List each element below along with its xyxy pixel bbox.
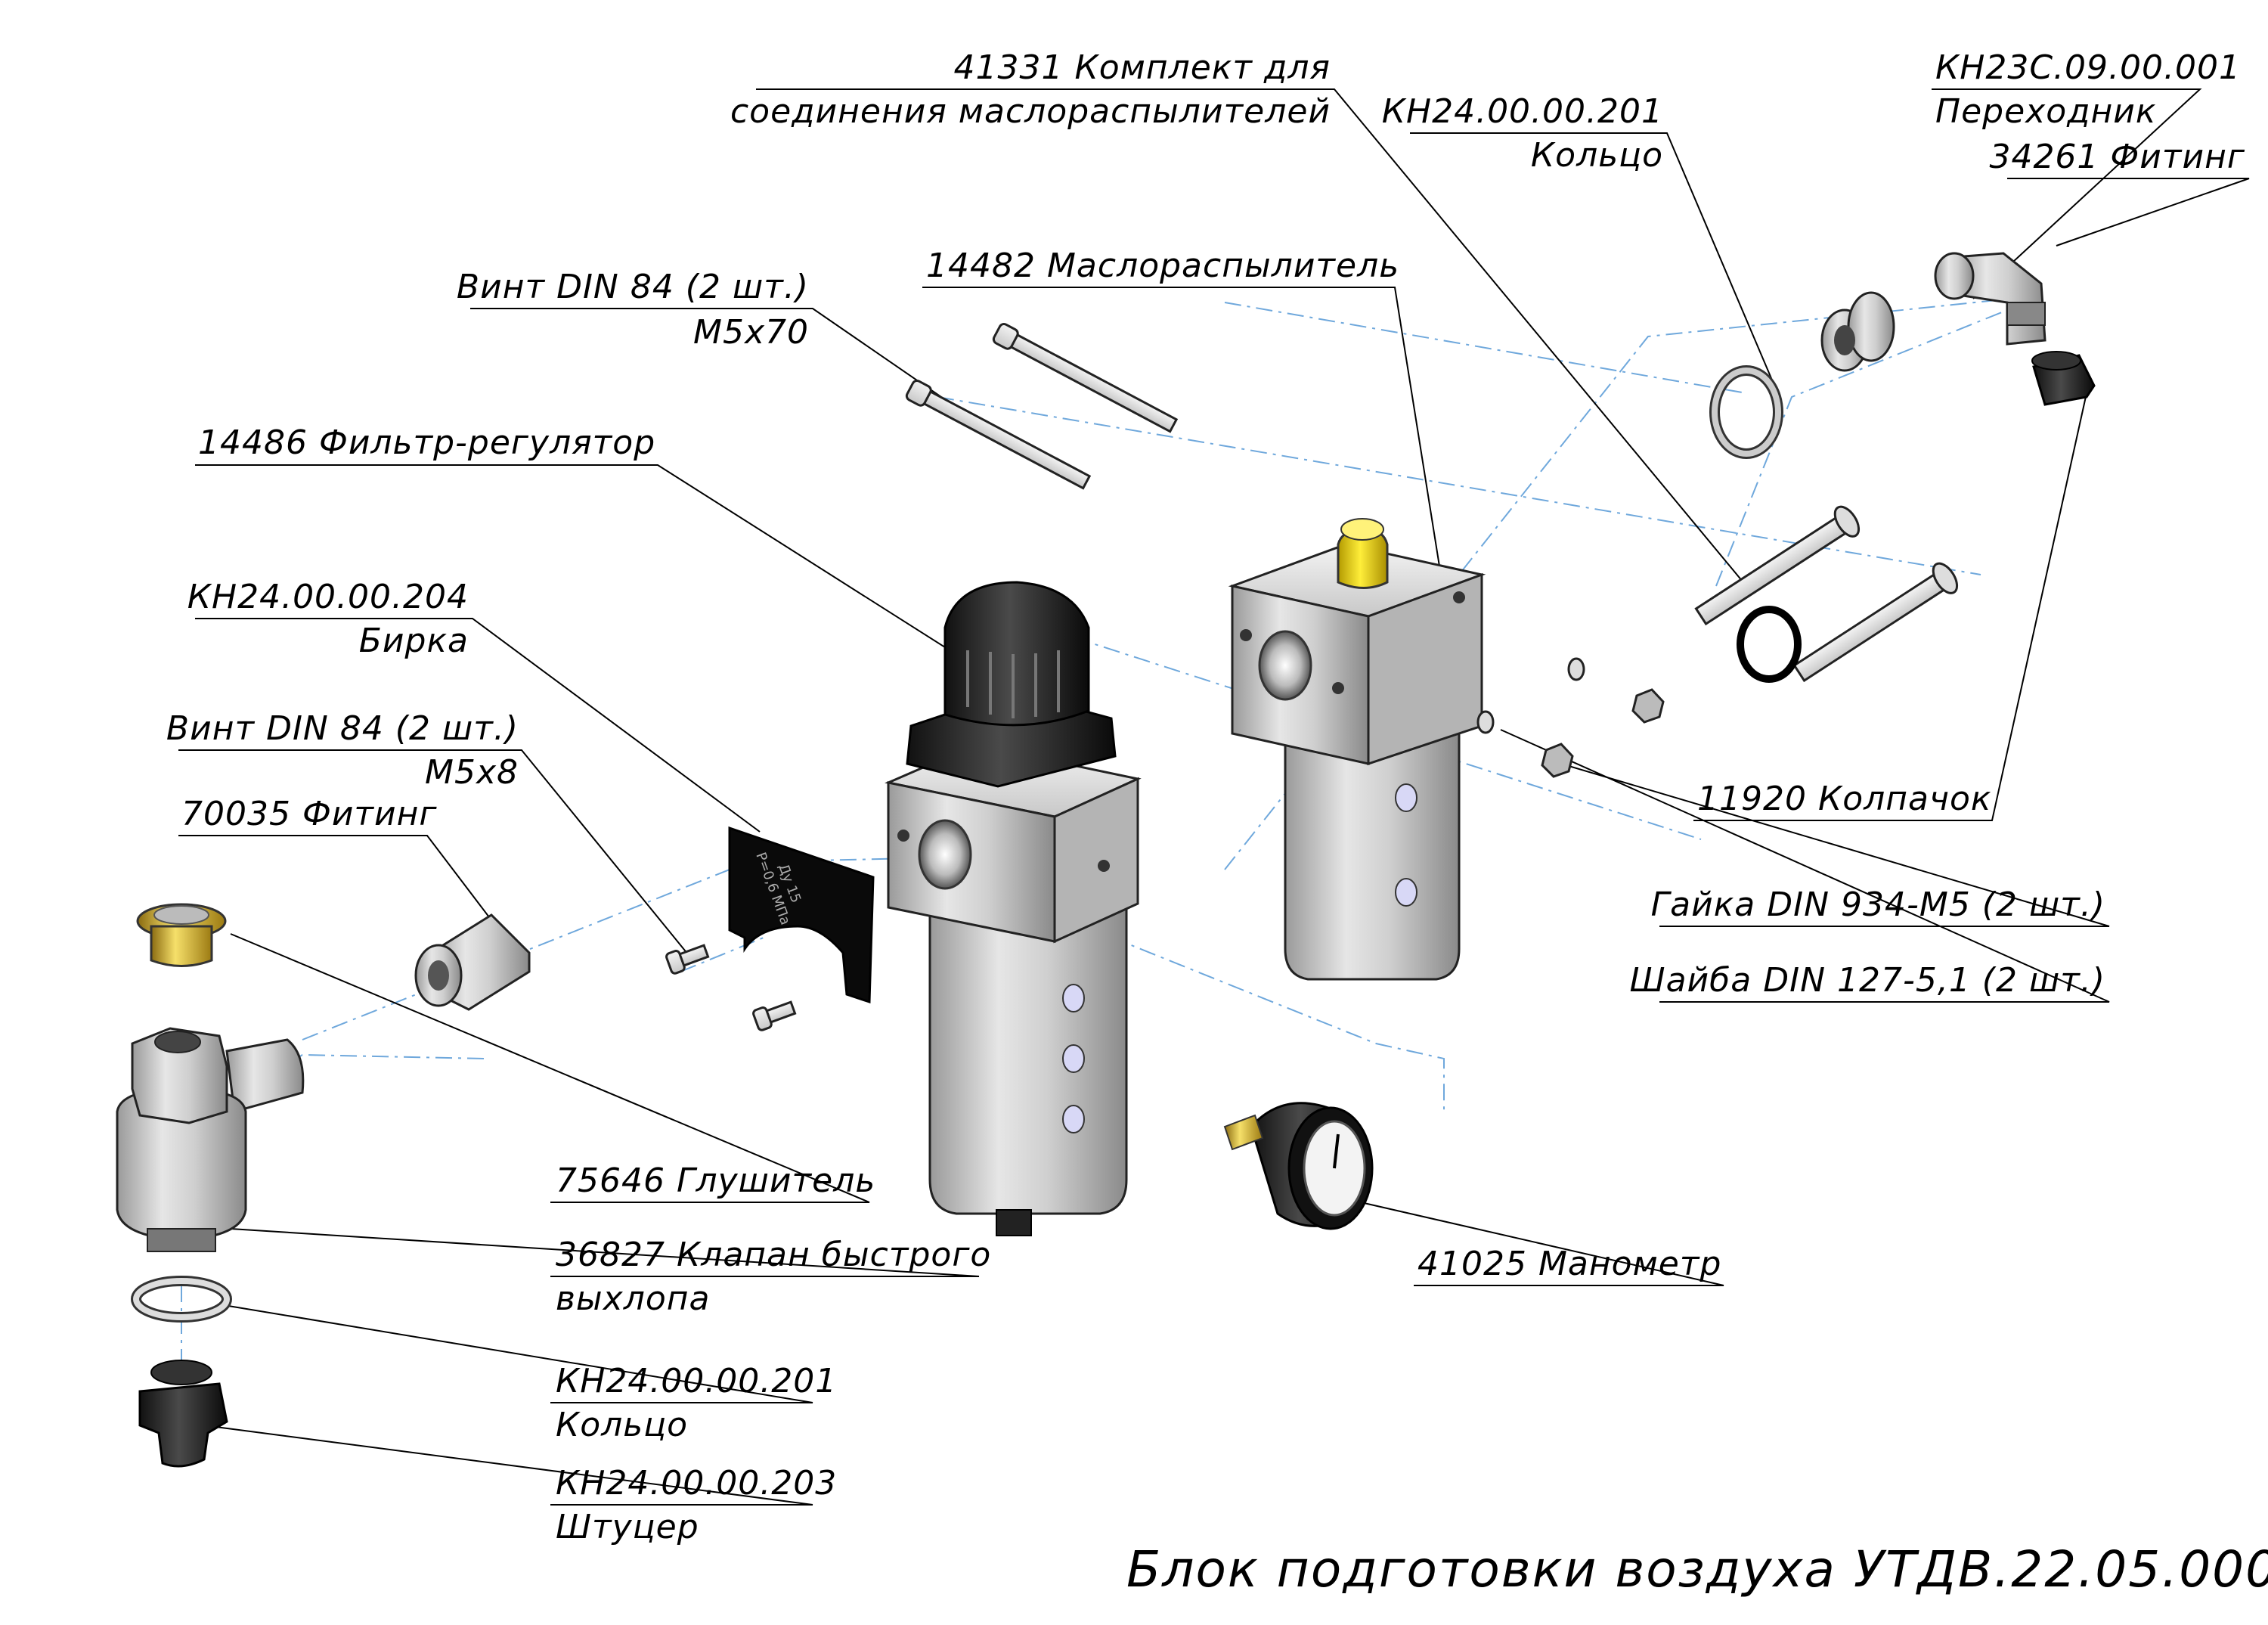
label-fitting-left: 70035 Фитинг — [181, 795, 438, 833]
manometer-part — [1223, 1102, 1374, 1230]
filter-regulator — [885, 581, 1142, 1236]
ring-bottom-part — [131, 1276, 232, 1323]
label-exhaust-valve-line1: 36827 Клапан быстрого — [556, 1236, 991, 1274]
label-nut: Гайка DIN 934-M5 (2 шт.) — [1651, 885, 2105, 924]
label-filter-regulator: 14486 Фильтр-регулятор — [198, 423, 655, 462]
drawing-title: Блок подготовки воздуха УТДВ.22.05.000 — [1126, 1540, 2268, 1599]
short-screws — [665, 944, 797, 1031]
label-screw-long-line1: Винт DIN 84 (2 шт.) — [457, 268, 809, 306]
label-silencer: 75646 Глушитель — [556, 1161, 875, 1200]
silencer-part — [136, 903, 227, 967]
nuts-washers — [1476, 657, 1665, 778]
label-ring-bottom-line2: Кольцо — [556, 1406, 688, 1444]
label-exhaust-valve-line2: выхлопа — [556, 1279, 710, 1318]
label-union-line2: Штуцер — [556, 1508, 699, 1546]
exhaust-valve-part — [116, 1027, 305, 1252]
cap-part — [2031, 351, 2096, 406]
label-ring-top-line2: Кольцо — [1531, 136, 1663, 175]
label-tag-line2: Бирка — [359, 622, 469, 660]
label-adapter-line1: КН23С.09.00.001 — [1935, 48, 2241, 87]
adapter-part — [1820, 291, 1895, 372]
label-ring-bottom-line1: КН24.00.00.201 — [556, 1362, 837, 1400]
elbow-fitting-part — [1934, 252, 2046, 346]
label-manometer: 41025 Манометр — [1418, 1245, 1721, 1283]
label-fitting-top: 34261 Фитинг — [1989, 138, 2245, 176]
label-adapter-line2: Переходник — [1935, 92, 2156, 131]
part-labels: 41331 Комплект для соединения маслораспы… — [166, 48, 2268, 1599]
left-fitting — [414, 913, 531, 1011]
connection-kit — [1694, 505, 1959, 683]
label-union-line1: КН24.00.00.203 — [556, 1464, 837, 1503]
union-part — [138, 1360, 228, 1468]
label-kit-line2: соединения маслораспылителей — [730, 92, 1331, 131]
top-right-fittings — [1709, 252, 2096, 459]
label-lubricator: 14482 Маслораспылитель — [926, 247, 1399, 285]
label-cap: 11920 Колпачок — [1697, 780, 1991, 818]
label-screw-short-line1: Винт DIN 84 (2 шт.) — [166, 709, 519, 748]
label-screw-short-line2: М5х8 — [425, 753, 519, 792]
tag-plate: P=0,6 МПа Ду 15 — [728, 826, 875, 1004]
label-ring-top-line1: КН24.00.00.201 — [1382, 92, 1663, 131]
label-screw-long-line2: М5х70 — [693, 313, 809, 352]
long-screws — [905, 322, 1179, 490]
label-kit-line1: 41331 Комплект для — [954, 48, 1331, 87]
leader-lines — [178, 88, 2250, 1506]
lubricator — [1228, 518, 1486, 981]
label-tag-line1: КН24.00.00.204 — [187, 578, 469, 616]
label-washer: Шайба DIN 127-5,1 (2 шт.) — [1630, 961, 2105, 1000]
